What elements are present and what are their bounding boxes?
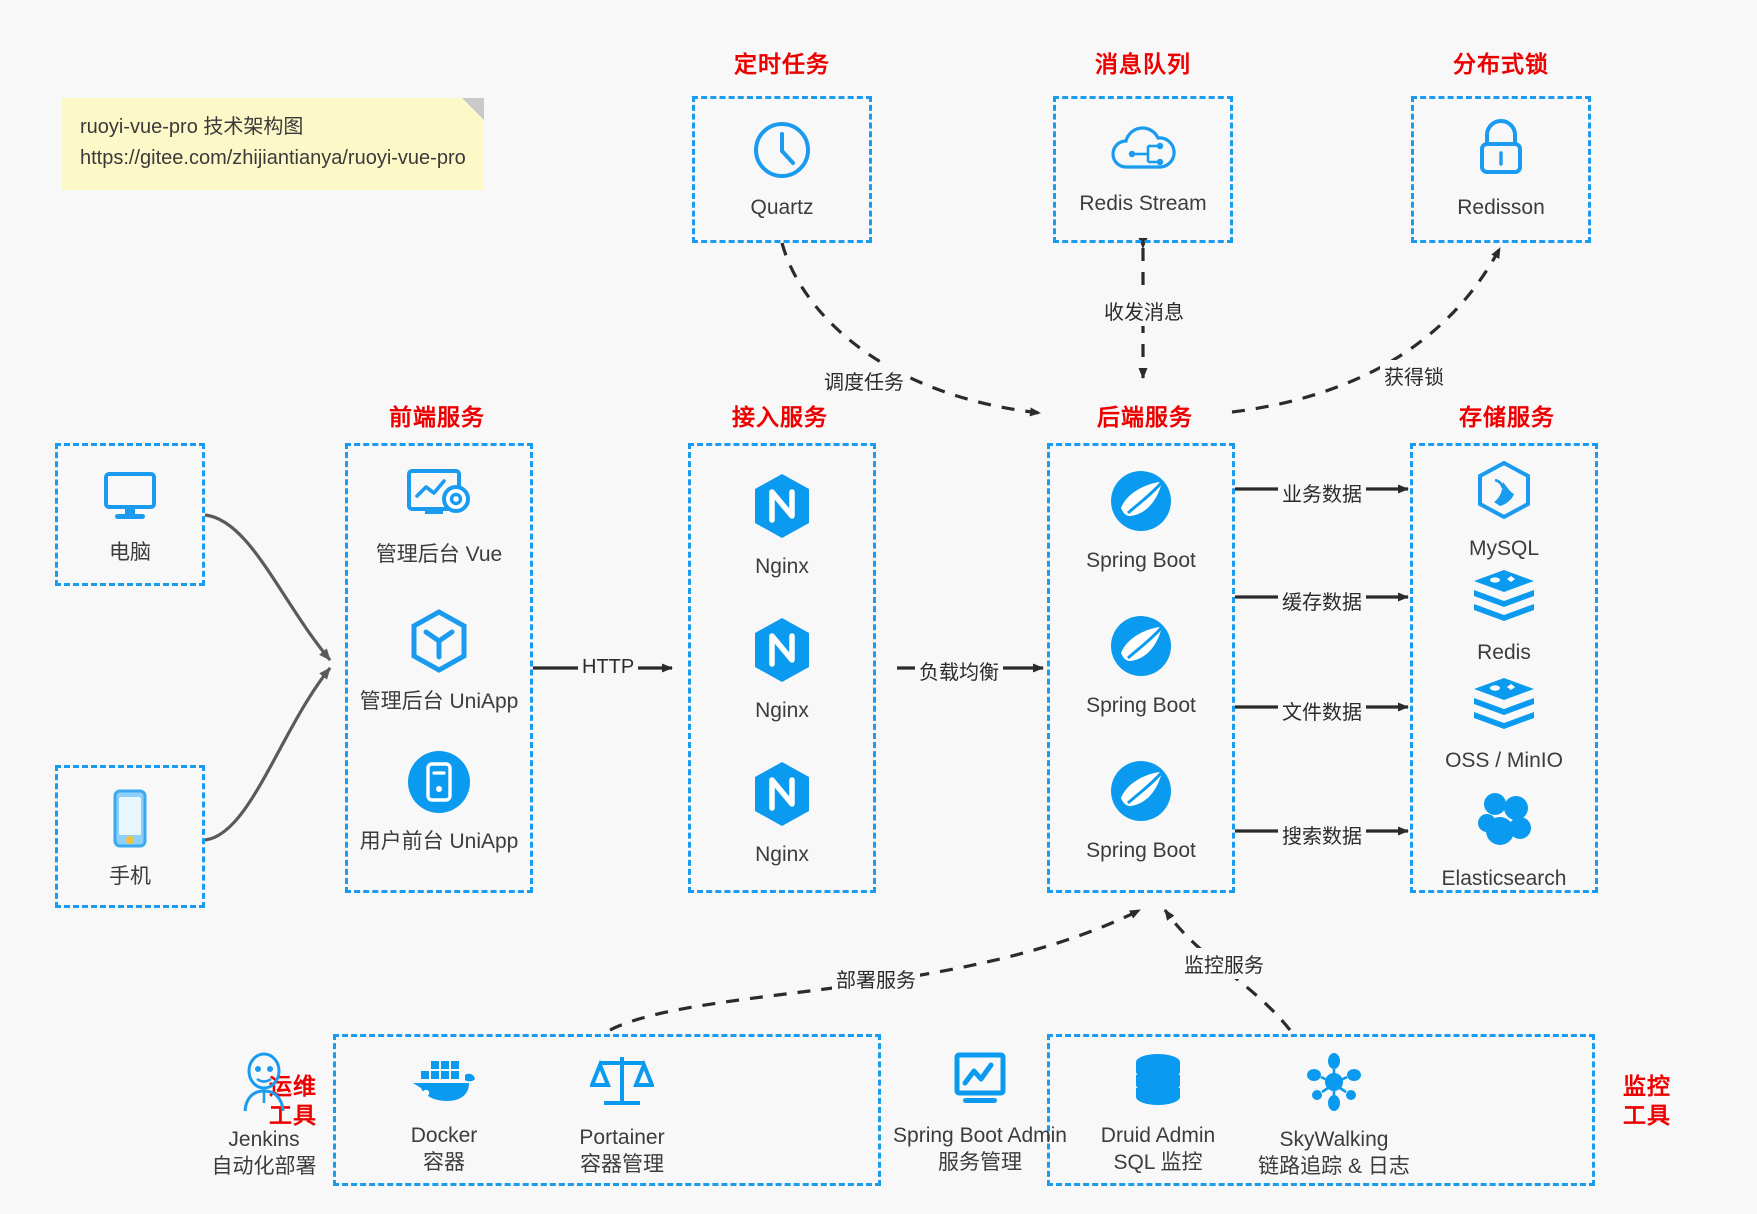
group-box-backend[interactable]: Spring Boot Spring Boot Spring Boot (1047, 443, 1235, 893)
group-title-monitor-line1: 监控 (1623, 1073, 1671, 1099)
edge-label-observe: 监控服务 (1180, 948, 1268, 979)
node-sublabel-jenkins: 自动化部署 (211, 1155, 317, 1179)
node-label-jenkins: Jenkins (228, 1128, 300, 1151)
group-title-lock: 分布式锁 (1453, 51, 1549, 77)
node-label-springboot-3: Spring Boot (1086, 839, 1196, 862)
note-fold-icon (461, 98, 484, 120)
elasticsearch-icon (1471, 790, 1537, 857)
group-box-lock[interactable]: Redisson (1411, 96, 1591, 243)
group-title-scheduler: 定时任务 (734, 51, 830, 77)
edge-label-cache-data: 缓存数据 (1278, 585, 1366, 616)
node-sublabel-druid-admin: SQL 监控 (1113, 1151, 1203, 1175)
edge-label-file-data: 文件数据 (1278, 695, 1366, 726)
node-sublabel-docker: 容器 (423, 1151, 465, 1175)
note-line-2: https://gitee.com/zhijiantianya/ruoyi-vu… (80, 147, 466, 169)
monitor-chart-icon (949, 1051, 1011, 1114)
note-line-1: ruoyi-vue-pro 技术架构图 (80, 116, 304, 138)
dashboard-gear-icon (403, 466, 475, 533)
edge-label-message: 收发消息 (1100, 295, 1188, 326)
edge-label-acquire-lock: 获得锁 (1380, 360, 1448, 391)
group-title-monitor-line2: 工具 (1623, 1101, 1671, 1128)
node-label-mysql: MySQL (1468, 537, 1539, 560)
spring-boot-icon (1108, 468, 1174, 539)
redis-stack-icon (1471, 676, 1537, 739)
node-label-quartz: Quartz (750, 196, 814, 219)
scales-balance-icon (589, 1051, 655, 1116)
group-box-devops[interactable]: Jenkins 自动化部署 Docker 容器 (212, 1034, 881, 1186)
edge-label-load-balance: 负载均衡 (915, 655, 1003, 686)
edge-label-biz-data: 业务数据 (1278, 477, 1366, 508)
nginx-icon (751, 760, 813, 833)
group-box-frontend[interactable]: 管理后台 Vue 管理后台 UniApp 用户前台 UniApp (345, 443, 533, 893)
spring-boot-icon (1108, 613, 1174, 684)
database-cylinder-icon (1127, 1051, 1189, 1114)
docker-whale-icon (409, 1051, 479, 1114)
group-box-scheduler[interactable]: Quartz (692, 96, 872, 243)
jenkins-butler-icon (233, 1051, 295, 1118)
node-label-user-uniapp: 用户前台 UniApp (359, 830, 519, 853)
group-title-devops-line2: 工具 (269, 1101, 317, 1128)
nginx-icon (751, 616, 813, 689)
diagram-note: ruoyi-vue-pro 技术架构图 https://gitee.com/zh… (62, 98, 484, 190)
clock-icon (751, 119, 813, 186)
node-label-redis: Redis (1477, 641, 1531, 664)
padlock-icon (1472, 117, 1530, 186)
desktop-monitor-icon (98, 468, 162, 531)
node-sublabel-skywalking: 链路追踪 & 日志 (1258, 1155, 1410, 1179)
smartphone-icon (106, 788, 154, 855)
client-pc-box[interactable]: 电脑 (55, 443, 205, 586)
group-title-mq: 消息队列 (1095, 51, 1191, 77)
group-box-monitor[interactable]: Spring Boot Admin 服务管理 Druid Admin SQL 监… (893, 1034, 1595, 1186)
node-sublabel-portainer: 容器管理 (580, 1153, 664, 1177)
edge-label-schedule: 调度任务 (820, 365, 908, 396)
node-label-nginx-1: Nginx (755, 555, 809, 578)
node-label-oss-minio: OSS / MinIO (1445, 749, 1563, 772)
cloud-stream-icon (1106, 123, 1180, 182)
group-title-monitor: 监控 工具 (1612, 1072, 1682, 1130)
client-mobile-box[interactable]: 手机 (55, 765, 205, 908)
node-label-admin-vue: 管理后台 Vue (375, 543, 503, 566)
redis-stack-icon (1471, 568, 1537, 631)
spring-boot-icon (1108, 758, 1174, 829)
skywalking-node-icon (1303, 1051, 1365, 1118)
group-title-backend: 后端服务 (1097, 404, 1193, 430)
group-title-frontend: 前端服务 (389, 404, 485, 430)
client-mobile-label: 手机 (109, 865, 151, 888)
node-label-druid-admin: Druid Admin (1100, 1124, 1216, 1147)
group-box-gateway[interactable]: Nginx Nginx Nginx (688, 443, 876, 893)
node-label-redis-stream: Redis Stream (1079, 192, 1207, 215)
node-label-springboot-1: Spring Boot (1086, 549, 1196, 572)
edge-label-deploy: 部署服务 (832, 963, 920, 994)
group-box-storage[interactable]: MySQL Redis (1410, 443, 1598, 893)
node-label-nginx-3: Nginx (755, 843, 809, 866)
node-label-docker: Docker (410, 1124, 478, 1147)
nginx-icon (751, 472, 813, 545)
node-label-redisson: Redisson (1457, 196, 1545, 219)
client-pc-label: 电脑 (109, 541, 151, 564)
node-label-spring-boot-admin: Spring Boot Admin (893, 1124, 1067, 1147)
mysql-dolphin-icon (1473, 460, 1535, 527)
edge-label-http: HTTP (578, 655, 639, 680)
mobile-app-circle-icon (406, 749, 472, 820)
group-title-gateway: 接入服务 (732, 404, 828, 430)
node-label-admin-uniapp: 管理后台 UniApp (359, 690, 519, 713)
node-label-skywalking: SkyWalking (1279, 1128, 1389, 1151)
node-sublabel-spring-boot-admin: 服务管理 (938, 1151, 1022, 1175)
hexagon-cube-icon (408, 609, 470, 680)
node-label-portainer: Portainer (579, 1126, 665, 1149)
group-box-mq[interactable]: Redis Stream (1053, 96, 1233, 243)
node-label-springboot-2: Spring Boot (1086, 694, 1196, 717)
node-label-nginx-2: Nginx (755, 699, 809, 722)
node-label-elasticsearch: Elasticsearch (1441, 867, 1567, 890)
edge-label-search-data: 搜索数据 (1278, 819, 1366, 850)
group-title-storage: 存储服务 (1459, 404, 1555, 430)
